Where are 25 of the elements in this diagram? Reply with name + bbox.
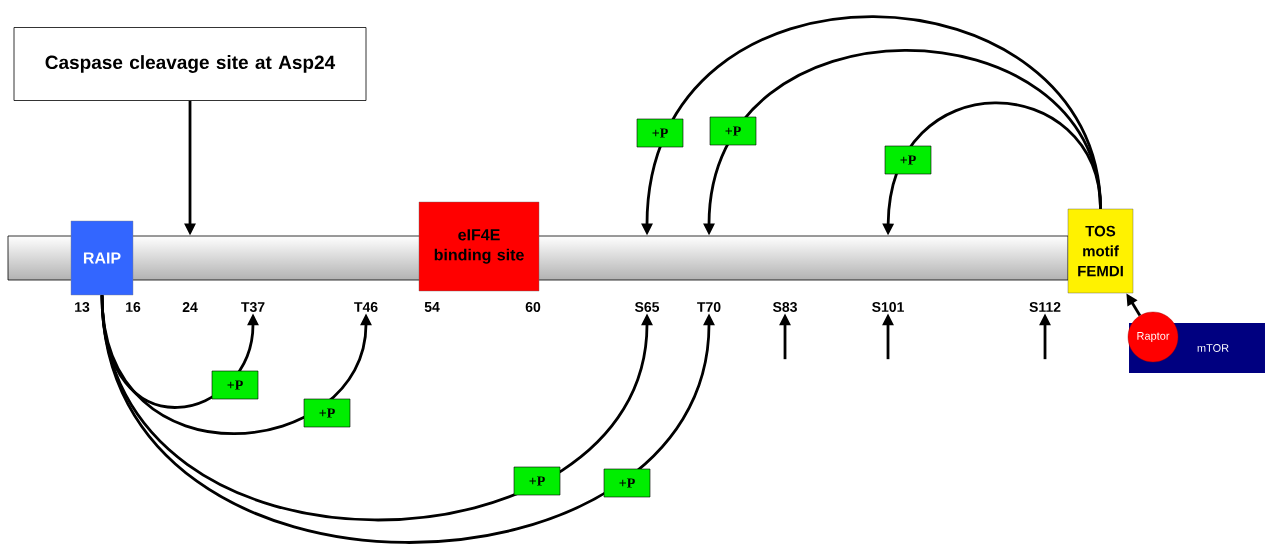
domain-box: RAIP [70,220,134,296]
residue-label: T46 [354,302,378,312]
residue-label: 24 [182,302,198,312]
residue-label: S112 [1029,302,1061,312]
residue-label: 13 [75,302,90,312]
residue-label: 16 [126,302,141,312]
edge-label: +P [513,466,561,496]
residue-label: T37 [241,302,265,312]
edge-label: +P [709,116,757,146]
edge-label: +P [884,145,932,175]
motif-box: TOS motif FEMDI [1067,208,1134,294]
binding-site-box: eIF4E binding site [418,201,540,292]
residue-label: 60 [525,302,541,312]
callout-box: Caspase cleavage site at Asp24 [13,27,367,101]
edge-label: +P [636,118,684,148]
residue-label: S65 [634,302,660,312]
edge-label: +P [303,398,351,428]
residue-label: S101 [872,302,904,312]
edge-label: +P [211,370,259,400]
arrow [100,295,372,435]
residue-label: 54 [424,302,440,312]
edge-label: +P [603,468,651,498]
residue-label: T70 [697,302,721,312]
arrow [100,295,715,544]
residue-label: S83 [772,302,797,312]
